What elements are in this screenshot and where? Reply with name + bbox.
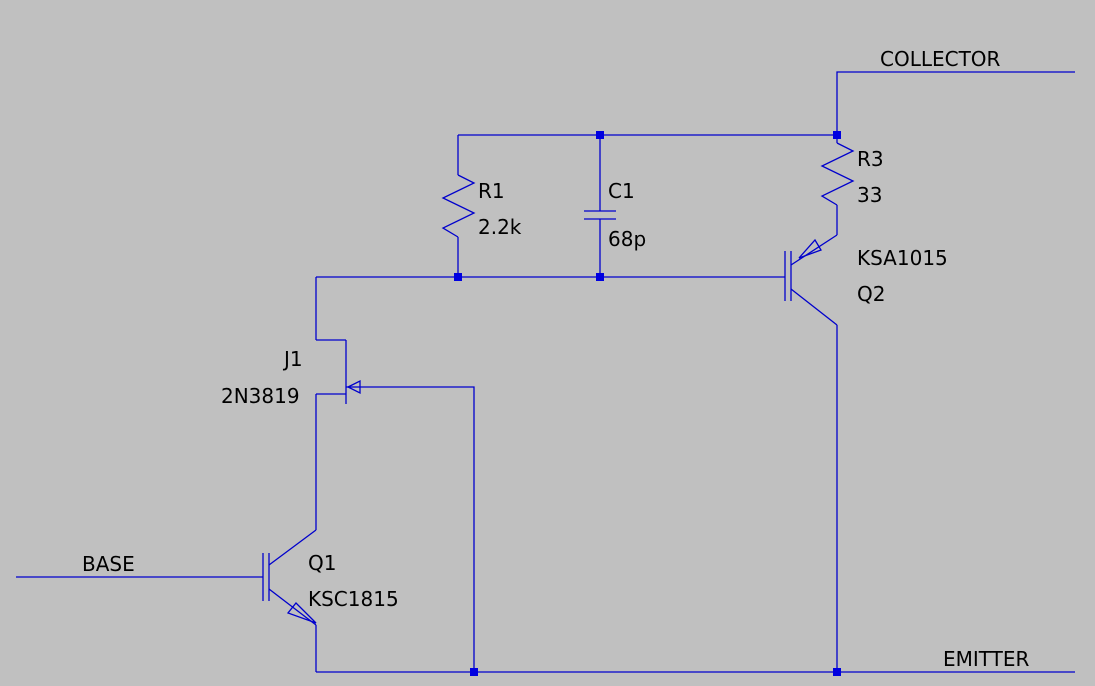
junction-node [596, 273, 604, 281]
q1-emitter-arrow-icon [286, 602, 317, 624]
q2-emitter-arrow-icon [798, 238, 822, 259]
q1-value-label: KSC1815 [308, 587, 399, 611]
j1-jfet[interactable]: J1 2N3819 [221, 339, 361, 408]
r1-value-label: 2.2k [478, 215, 522, 239]
collector-wire[interactable] [836, 71, 1075, 135]
r3-zigzag-symbol [820, 142, 855, 206]
junction-node [454, 273, 462, 281]
c1-capacitor[interactable]: C1 68p [584, 179, 646, 251]
q1-collector-leg [268, 529, 317, 566]
junctions [454, 131, 841, 676]
emitter-port-label[interactable]: EMITTER [943, 647, 1030, 671]
r3-value-label: 33 [857, 183, 882, 207]
port-labels: COLLECTOR BASE EMITTER [82, 47, 1030, 671]
j1-ref-label: J1 [282, 347, 303, 371]
r3-ref-label: R3 [857, 147, 884, 171]
junction-node [596, 131, 604, 139]
r1-ref-label: R1 [478, 179, 505, 203]
q2-collector-leg [790, 288, 838, 326]
q2-value-label: KSA1015 [857, 246, 948, 270]
collector-port-label[interactable]: COLLECTOR [880, 47, 1001, 71]
junction-node [470, 668, 478, 676]
r1-zigzag-symbol [441, 174, 476, 238]
q2-emitter-leg [790, 234, 838, 266]
junction-node [833, 131, 841, 139]
j1-value-label: 2N3819 [221, 384, 300, 408]
q2-ref-label: Q2 [857, 282, 885, 306]
c1-value-label: 68p [608, 227, 646, 251]
q2-pnp-transistor[interactable]: KSA1015 Q2 [784, 234, 948, 326]
r3-resistor[interactable]: R3 33 [820, 142, 884, 207]
q1-npn-transistor[interactable]: Q1 KSC1815 [262, 529, 399, 626]
q1-ref-label: Q1 [308, 551, 336, 575]
r1-resistor[interactable]: R1 2.2k [441, 174, 522, 239]
j1-gate-wire[interactable] [360, 386, 475, 672]
wires [16, 71, 1075, 673]
base-port-label[interactable]: BASE [82, 552, 135, 576]
j1-gate-arrow-icon [346, 379, 361, 395]
c1-ref-label: C1 [608, 179, 635, 203]
junction-node [833, 668, 841, 676]
